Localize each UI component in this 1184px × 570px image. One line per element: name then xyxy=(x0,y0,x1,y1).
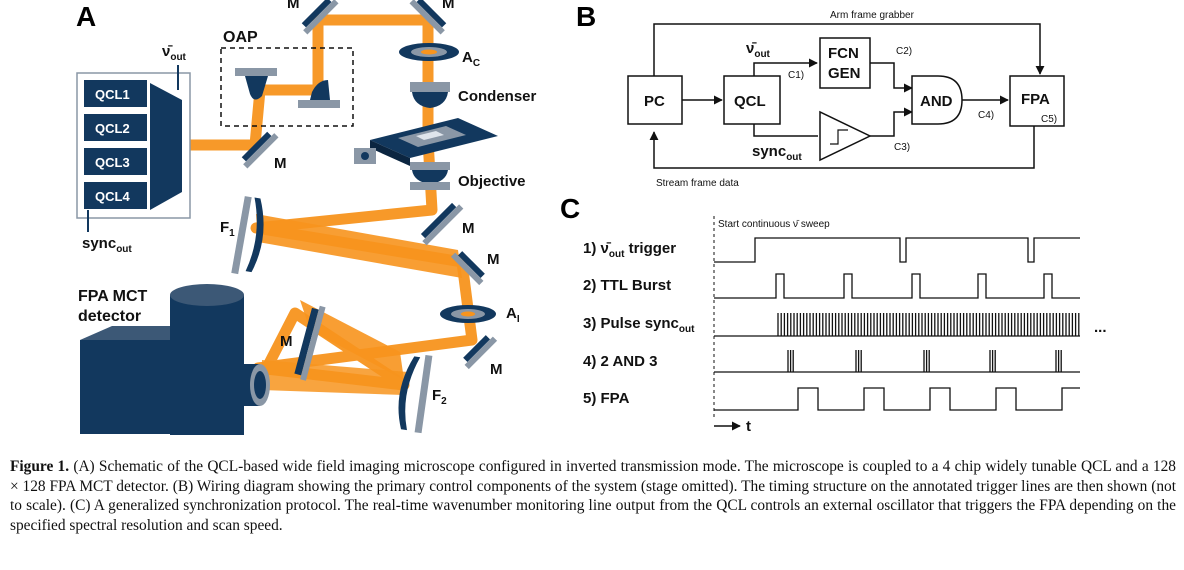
condenser-lens: Condenser xyxy=(410,82,537,108)
fcn-gen-box xyxy=(819,37,871,89)
panel-a-letter: A xyxy=(76,1,96,32)
qcl-box xyxy=(723,75,781,125)
qcl-chip-2: QCL2 xyxy=(84,114,147,141)
sample-stage xyxy=(354,118,498,166)
caption-text: (A) Schematic of the QCL-based wide fiel… xyxy=(10,458,1176,534)
mirror-m5: M xyxy=(450,251,500,286)
time-axis-label: t xyxy=(746,418,751,435)
svg-text:QCL4: QCL4 xyxy=(95,189,130,204)
mirror-m3: M xyxy=(409,0,455,35)
trace-3-ellipsis: ... xyxy=(1094,319,1107,336)
svg-text:M: M xyxy=(462,220,475,237)
pc-label: PC xyxy=(644,93,665,110)
trace-2-waveform xyxy=(714,273,1080,299)
and-label: AND xyxy=(920,93,953,110)
focusing-mirror-f2: F2 xyxy=(398,354,447,434)
svg-text:QCL1: QCL1 xyxy=(95,87,130,102)
pc-box xyxy=(627,75,683,125)
qcl-chip-1: QCL1 xyxy=(84,80,147,107)
trace-label-1: 1) ν̄out trigger xyxy=(583,240,676,260)
svg-text:M: M xyxy=(274,155,287,172)
svg-text:F2: F2 xyxy=(432,387,447,407)
c2-label: C2) xyxy=(896,46,912,57)
trace-label-2: 2) TTL Burst xyxy=(583,277,671,294)
svg-text:QCL3: QCL3 xyxy=(95,155,130,170)
trace-1-waveform xyxy=(714,237,1080,263)
start-sweep-label: Start continuous ν̄ sweep xyxy=(718,219,830,230)
stream-frame-label: Stream frame data xyxy=(656,178,739,189)
oap-mirror-2 xyxy=(298,80,340,108)
oap-box xyxy=(220,47,354,127)
svg-text:M: M xyxy=(487,251,500,268)
svg-text:AI: AI xyxy=(506,305,520,325)
oap-label: OAP xyxy=(223,29,258,46)
oap-mirror-1 xyxy=(235,68,277,100)
mirror-m1: M xyxy=(241,131,287,172)
svg-text:M: M xyxy=(490,361,503,378)
fpa-box xyxy=(1009,75,1065,127)
mirror-m2: M xyxy=(287,0,339,35)
aperture-ai: AI xyxy=(440,305,520,325)
figure-caption: Figure 1. (A) Schematic of the QCL-based… xyxy=(10,457,1176,535)
trace-5-waveform xyxy=(714,387,1080,411)
trace-3-waveform xyxy=(714,313,1080,337)
arm-frame-label: Arm frame grabber xyxy=(830,10,915,21)
a-sync-out-label: syncout xyxy=(82,235,132,255)
laser-beam-path xyxy=(183,14,478,395)
b-nu-out-label: ν̄out xyxy=(746,40,771,60)
gen-label: GEN xyxy=(828,65,861,82)
svg-text:M: M xyxy=(280,333,293,350)
fcn-label: FCN xyxy=(828,45,859,62)
panel-b-letter: B xyxy=(576,1,596,32)
fpa-mct-detector xyxy=(80,284,270,435)
trace-label-4: 4) 2 AND 3 xyxy=(583,353,657,370)
mirror-m6: M xyxy=(463,335,503,378)
wiring-lines xyxy=(649,23,1045,169)
a-nu-out-label: ν̄out xyxy=(162,43,187,63)
fpa-label: FPA xyxy=(1021,91,1050,108)
svg-text:Objective: Objective xyxy=(458,173,526,190)
caption-label: Figure 1. xyxy=(10,458,70,475)
mirror-m7: M xyxy=(280,305,326,381)
svg-text:M: M xyxy=(442,0,455,12)
qcl-chip-3: QCL3 xyxy=(84,148,147,175)
figure-graphic: A QCL1 QCL2 QCL3 QCL4 ν̄out syncout OAP … xyxy=(76,0,1107,435)
and-gate xyxy=(911,75,963,125)
trace-label-5: 5) FPA xyxy=(583,390,630,407)
c4-label: C4) xyxy=(978,110,994,121)
svg-text:Condenser: Condenser xyxy=(458,88,537,105)
aperture-ac: AC xyxy=(399,43,480,69)
mirror-m4: M xyxy=(420,202,475,246)
trace-4-waveform xyxy=(714,350,1080,373)
qcl-combiner xyxy=(150,83,182,210)
focusing-mirror-f1: F1 xyxy=(220,196,264,275)
qcl-chip-4: QCL4 xyxy=(84,182,147,209)
svg-text:M: M xyxy=(287,0,300,12)
detector-label-2: detector xyxy=(78,308,141,325)
comparator xyxy=(819,110,872,162)
c1-label: C1) xyxy=(788,70,804,81)
detector-label-1: FPA MCT xyxy=(78,288,148,305)
objective-lens: Objective xyxy=(410,162,526,190)
c5-label: C5) xyxy=(1041,114,1057,125)
svg-text:QCL2: QCL2 xyxy=(95,121,130,136)
qcl-label: QCL xyxy=(734,93,766,110)
c3-label: C3) xyxy=(894,142,910,153)
svg-text:F1: F1 xyxy=(220,219,235,239)
b-sync-out-label: syncout xyxy=(752,143,802,163)
trace-label-3: 3) Pulse syncout xyxy=(583,315,695,335)
svg-text:AC: AC xyxy=(462,49,480,69)
panel-c-letter: C xyxy=(560,193,580,224)
